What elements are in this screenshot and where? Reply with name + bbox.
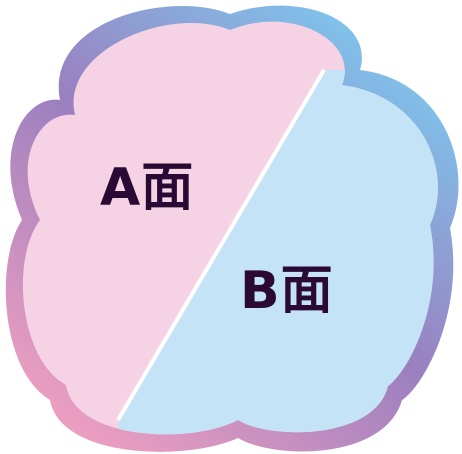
side-b-label: B面 [240, 261, 334, 321]
side-b-region [118, 70, 438, 435]
diagonal-divider [116, 68, 326, 422]
side-a-label: A面 [100, 158, 195, 218]
